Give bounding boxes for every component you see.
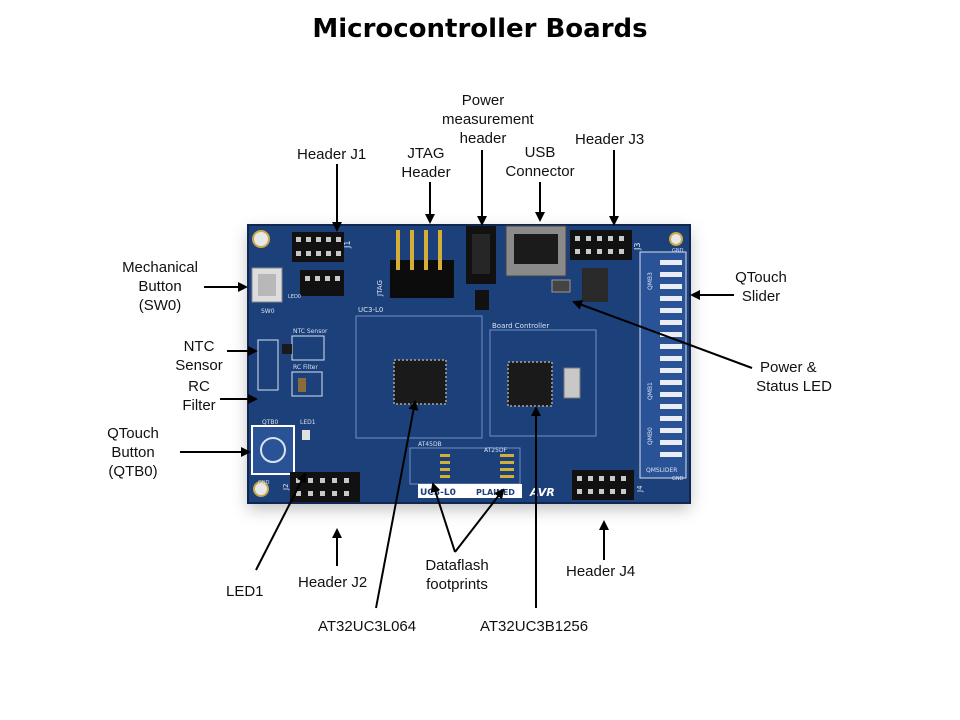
arrow-dataflash-right <box>454 488 505 553</box>
label-at32uc3l064: AT32UC3L064 <box>318 618 417 635</box>
qtouch-button-pad: QTB0 LED1 GND <box>251 419 316 486</box>
svg-text:GND: GND <box>672 476 684 482</box>
svg-text:GND: GND <box>258 480 270 486</box>
svg-text:J3: J3 <box>633 243 642 251</box>
label-header-j3: Header J3 <box>575 131 645 148</box>
svg-text:SW0: SW0 <box>261 308 275 315</box>
header-j1: J1 <box>292 232 352 296</box>
svg-text:AT45DB: AT45DB <box>418 441 442 448</box>
svg-text:LED0: LED0 <box>288 294 301 300</box>
svg-text:QMSLIDER: QMSLIDER <box>646 467 677 474</box>
svg-text:QMB0: QMB0 <box>647 427 654 445</box>
svg-text:NTC Sensor: NTC Sensor <box>293 328 328 335</box>
svg-text:RC Filter: RC Filter <box>293 364 318 371</box>
label-header-j1: Header J1 <box>297 146 367 163</box>
svg-text:UC3-L0: UC3-L0 <box>358 306 383 314</box>
svg-text:QTB0: QTB0 <box>262 419 279 426</box>
svg-text:QMB1: QMB1 <box>647 382 654 400</box>
uc3l0-region: UC3-L0 <box>355 306 483 439</box>
ntc-rc-area: NTC Sensor RC Filter <box>257 328 328 397</box>
svg-text:AT25DF: AT25DF <box>484 447 508 454</box>
status-led <box>551 279 571 293</box>
crystal <box>563 367 581 399</box>
svg-text:JTAG: JTAG <box>376 280 384 297</box>
svg-text:J2: J2 <box>282 483 290 491</box>
ntc-sensor <box>282 344 292 354</box>
arrow-dataflash-left <box>430 482 456 553</box>
mounting-hole <box>669 232 683 246</box>
label-led1: LED1 <box>226 583 264 600</box>
mounting-hole <box>253 481 269 497</box>
callout-arrows <box>180 150 753 609</box>
led1-part <box>302 430 310 440</box>
svg-text:GND: GND <box>672 248 684 254</box>
header-j4: J4 GND <box>572 470 684 500</box>
header-j3: J3 GND <box>570 230 684 260</box>
svg-text:LED1: LED1 <box>300 419 316 426</box>
svg-text:J4: J4 <box>636 485 644 493</box>
usb-connector <box>505 225 567 277</box>
brand-strip: UC3-L0 PLAINED AVR <box>418 484 555 499</box>
at32uc3l064-chip <box>393 359 447 405</box>
board-controller-region: Board Controller <box>489 322 597 437</box>
arrow-power-status-led <box>572 300 753 369</box>
label-power-status-led: Power &Status LED <box>756 359 832 395</box>
label-header-j2: Header J2 <box>298 574 368 591</box>
silk-j1: J1 <box>343 241 352 249</box>
svg-text:PLAINED: PLAINED <box>476 488 515 497</box>
power-measurement-header <box>466 226 496 310</box>
mounting-hole <box>252 230 270 248</box>
label-header-j4: Header J4 <box>566 563 636 580</box>
svg-text:Board Controller: Board Controller <box>492 322 549 330</box>
qtouch-slider: QMB3 QMB1 QMB0 QMSLIDER <box>639 251 687 479</box>
at32uc3b1256-chip <box>507 361 553 407</box>
regulator <box>582 268 608 302</box>
mechanical-button: SW0 LED0 <box>251 267 301 315</box>
page-title: Microcontroller Boards <box>312 14 648 44</box>
arrow-at32uc3l064 <box>375 400 419 609</box>
dataflash-footprint-area: AT45DB AT25DF <box>409 441 521 485</box>
svg-text:AVR: AVR <box>529 486 555 499</box>
svg-text:QMB3: QMB3 <box>647 272 654 290</box>
label-at32uc3b1256: AT32UC3B1256 <box>480 618 589 635</box>
arrow-led1 <box>255 472 306 571</box>
jtag-header: JTAG <box>376 230 454 298</box>
xplained-board: J1 JTAG <box>247 224 691 504</box>
